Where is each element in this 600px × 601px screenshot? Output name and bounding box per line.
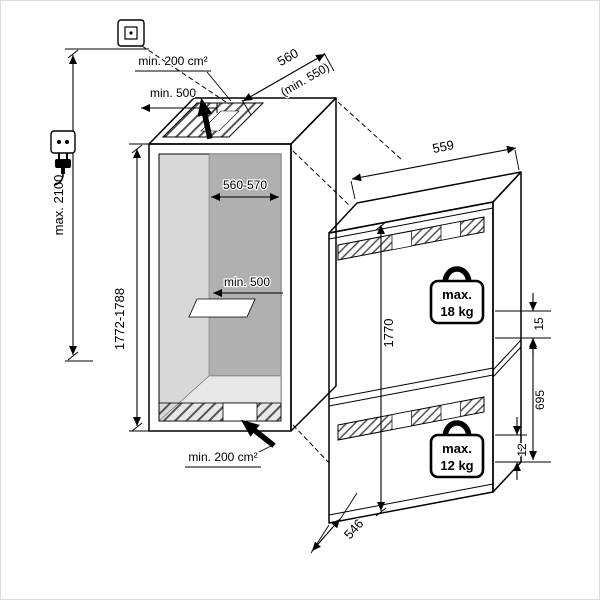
niche-cabinet (148, 97, 337, 432)
appliance-front-face (328, 201, 494, 524)
plug-body (55, 159, 71, 168)
vent-area-top-label: min. 200 cm² (138, 54, 207, 68)
upper-door-top-edge (328, 207, 494, 240)
weight-body (429, 433, 485, 479)
door-gap-line-1 (328, 367, 494, 400)
dim-max-height: max. 2100 (50, 48, 149, 362)
ceiling-socket-symbol (117, 19, 145, 47)
lower-grille-slot (440, 401, 461, 421)
niche-height-label: 1772-1788 (112, 288, 127, 350)
lower-door-height-label: 695 (533, 390, 547, 410)
door-gap-line-2 (328, 374, 494, 407)
lower-door-load-line2: 12 kg (440, 458, 473, 473)
niche-front-frame (148, 143, 292, 432)
label-vent-area-top: min. 200 cm² (135, 53, 232, 102)
door-gap-side-2 (492, 346, 522, 378)
weight-body (429, 279, 485, 325)
upper-door-load-line2: 18 kg (440, 304, 473, 319)
upper-door-load-line1: max. (442, 287, 472, 302)
socket-position-leader (141, 45, 230, 105)
upper-grille-slot (440, 221, 461, 241)
dim-gap-lower: 12 (495, 417, 530, 480)
niche-width-label: 560-570 (223, 178, 267, 192)
niche-top-vent-slot (200, 110, 240, 132)
appliance-width-label: 559 (431, 137, 455, 156)
dim-lower-door-height: 695 (495, 340, 551, 463)
weight-icon-lower-door: max. 12 kg (429, 420, 485, 479)
clearance-floor-label: min. 500 (224, 275, 270, 289)
appliance (328, 171, 522, 524)
niche-rear-vent-slot (188, 298, 256, 318)
dim-clearance-floor: min. 500 (213, 274, 283, 297)
max-height-label: max. 2100 (51, 175, 66, 236)
vent-area-bottom-label: min. 200 cm² (188, 450, 257, 464)
appliance-height-label: 1770 (381, 319, 396, 348)
lower-grille-slot (391, 410, 412, 431)
niche-floor-vent-grille (158, 402, 282, 422)
dim-clearance-top: min. 500 (141, 85, 218, 113)
gap-upper-label: 15 (532, 317, 546, 331)
plug-cord (53, 173, 64, 186)
projection-lines (141, 45, 402, 466)
gap-lower-label: 12 (515, 443, 529, 457)
lower-door-bottom-edge (328, 483, 494, 516)
door-gap-side-1 (492, 339, 522, 371)
niche-back-wall (208, 153, 282, 377)
dim-niche-width: 560-570 (211, 177, 279, 201)
plug-stem (61, 168, 65, 174)
lower-door-load-line1: max. (442, 441, 472, 456)
socket-inner (124, 26, 138, 40)
socket-pin-hole (65, 140, 69, 144)
weight-handle (442, 266, 472, 285)
socket-pin-hole (57, 140, 61, 144)
clearance-top-label: min. 500 (150, 86, 196, 100)
dim-appliance-height: 1770 (375, 221, 397, 517)
upper-grille-slot (391, 230, 412, 251)
weight-icon-upper-door: max. 18 kg (429, 266, 485, 325)
weight-handle (442, 420, 472, 439)
dim-appliance-depth: 546 (310, 492, 368, 554)
dim-gap-upper: 15 (495, 293, 551, 356)
dim-niche-height: 1772-1788 (111, 143, 151, 432)
power-plug-icon (50, 130, 76, 186)
socket-dot (129, 31, 133, 35)
dim-appliance-width: 559 (350, 136, 520, 200)
label-vent-area-bottom: min. 200 cm² (185, 443, 276, 468)
niche-depth-label: 560 (275, 45, 301, 69)
socket-face (50, 130, 76, 154)
niche-floor-vent-slot (222, 402, 258, 422)
